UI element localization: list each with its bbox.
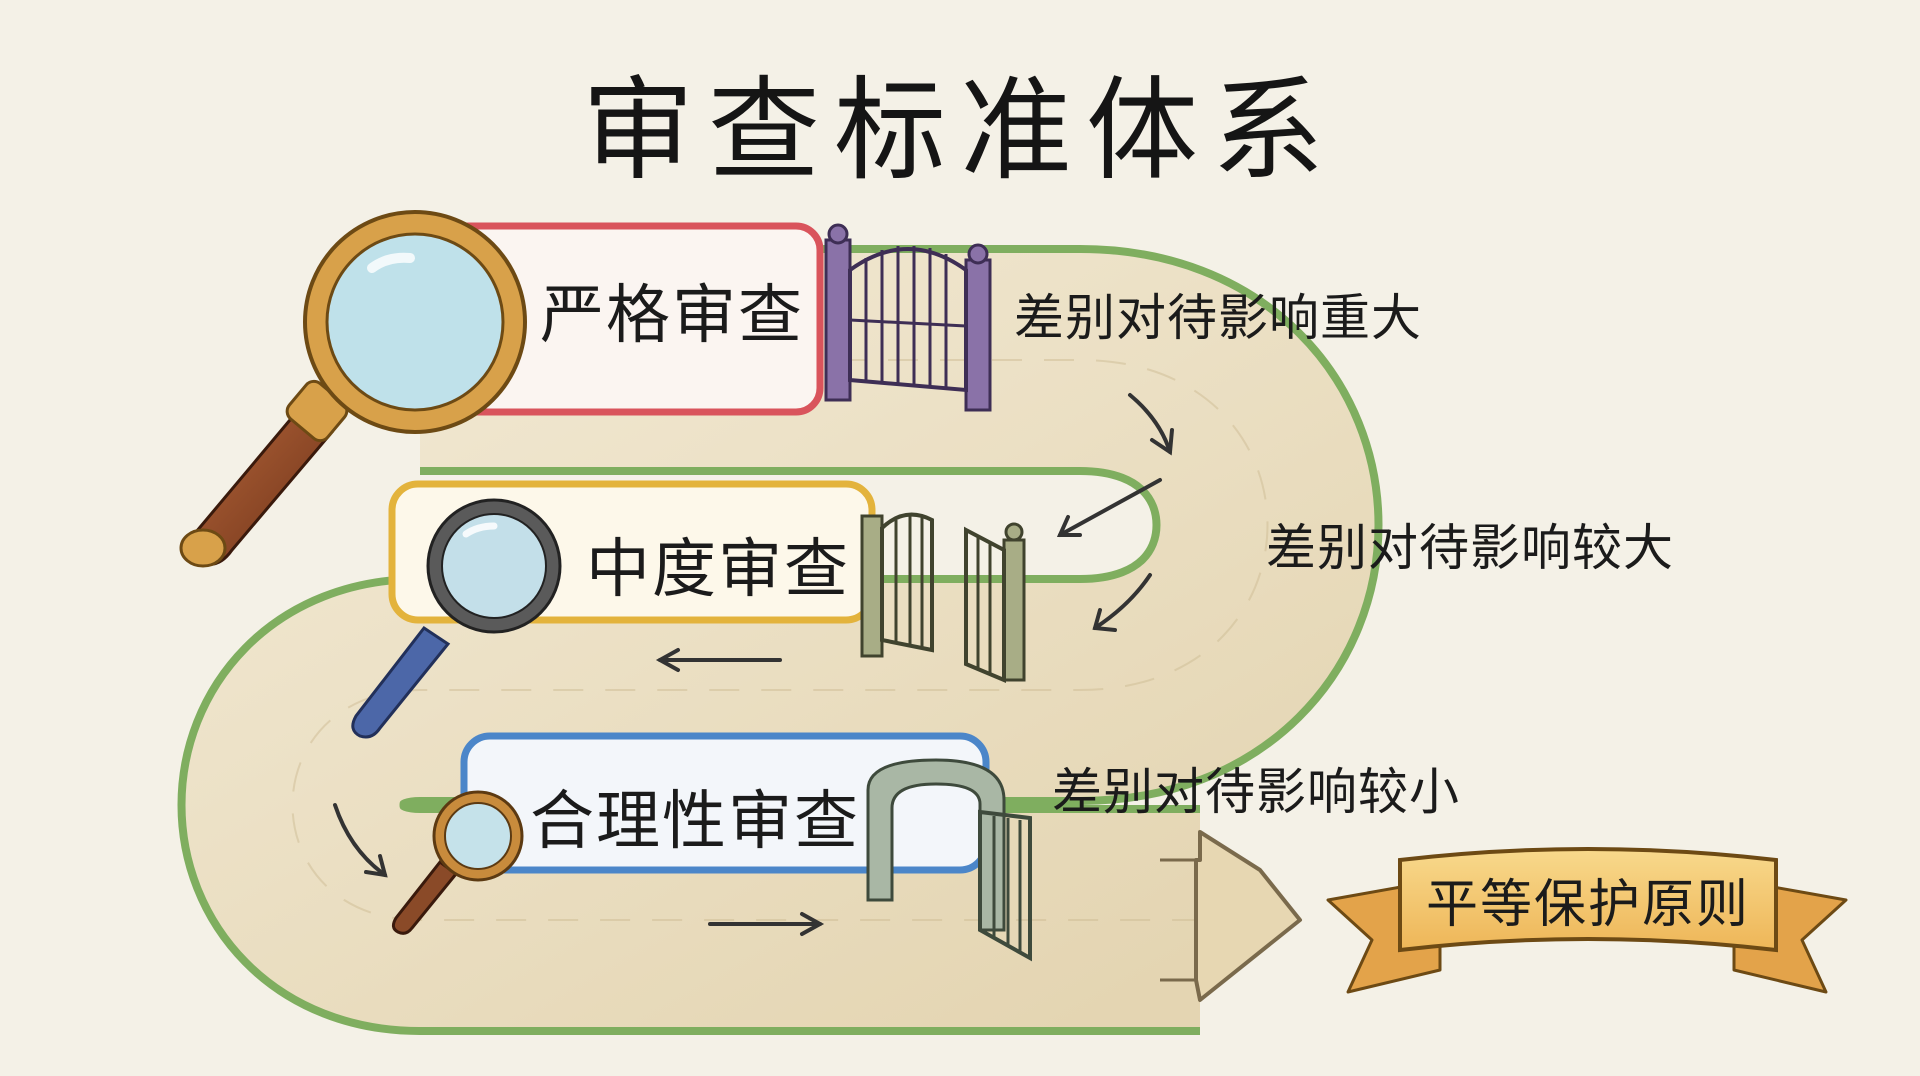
page-title: 审查标准体系 — [582, 66, 1338, 196]
direction-arrows — [333, 393, 1174, 936]
level-name-moderate: 中度审查 — [586, 533, 850, 607]
gate-moderate — [860, 512, 1026, 684]
level-description-moderate: 差别对待影响较大 — [1266, 519, 1674, 577]
level-name-rational: 合理性审查 — [530, 785, 860, 859]
gate-rational — [866, 758, 1032, 962]
magnifier-icon — [391, 790, 524, 935]
road-end-arrow — [1194, 830, 1302, 1002]
magnifier-icon — [351, 498, 562, 739]
level-description-strict: 差别对待影响重大 — [1014, 289, 1422, 347]
magnifier-icon — [179, 210, 527, 568]
destination-label: 平等保护原则 — [1425, 875, 1750, 935]
level-description-rational: 差别对待影响较小 — [1052, 763, 1460, 821]
gate-strict — [824, 223, 992, 412]
ribbon-banner-icon — [1326, 847, 1848, 994]
winding-road — [185, 253, 1375, 1027]
level-name-strict: 严格审查 — [540, 279, 804, 353]
